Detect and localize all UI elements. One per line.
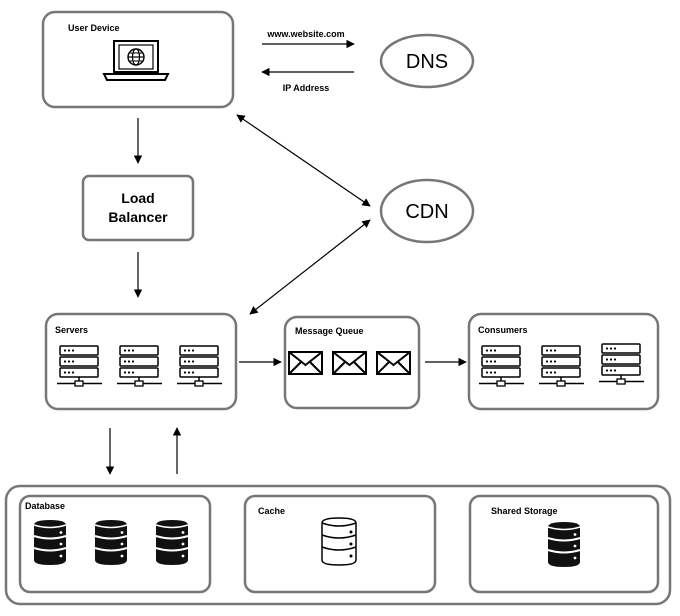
shared-storage-label: Shared Storage [491,506,558,516]
cdn-node: CDN [379,178,475,244]
user-device-label: User Device [68,23,120,33]
envelope-icon [288,351,323,375]
load-balancer-node: Load Balancer [81,174,195,242]
database-cylinder-icon [321,517,357,566]
edge-label-website: www.website.com [266,29,344,39]
connections: www.website.com IP Address [105,29,467,475]
envelope-icon [332,351,367,375]
cdn-label: CDN [405,201,448,223]
consumers-label: Consumers [478,325,528,335]
envelope-icon [376,351,411,375]
database-cylinder-icon [94,519,128,566]
servers-node: Servers [44,312,238,411]
database-node: Database [18,494,212,594]
consumers-node: Consumers [467,312,660,411]
database-cylinder-icon [33,519,67,566]
servers-label: Servers [55,325,88,335]
edge-label-ip-address: IP Address [283,83,330,93]
database-label: Database [25,501,65,511]
database-cylinder-icon [547,521,581,568]
laptop-globe-icon [102,40,170,81]
arrow-device-cdn [236,114,371,207]
shared-storage-node: Shared Storage [468,494,660,594]
load-balancer-label-line1: Load [121,190,154,206]
database-cylinder-icon [155,519,189,566]
dns-node: DNS [379,33,475,89]
cache-label: Cache [258,506,285,516]
user-device-node: User Device [41,10,235,109]
message-queue-label: Message Queue [295,326,364,336]
arrow-servers-cdn [249,219,371,315]
cache-node: Cache [243,494,437,594]
message-queue-node: Message Queue [283,315,421,410]
load-balancer-label-line2: Balancer [108,209,168,225]
dns-label: DNS [406,51,448,73]
